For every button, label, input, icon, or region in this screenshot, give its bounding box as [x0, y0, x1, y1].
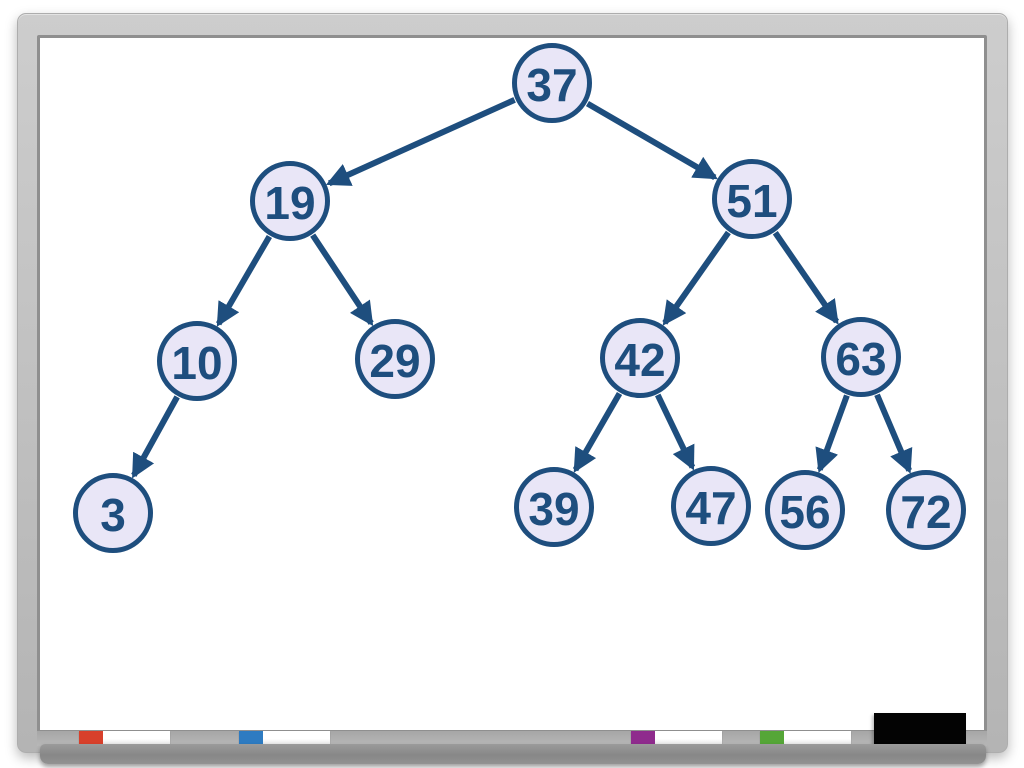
marker-tray: [40, 744, 986, 764]
purple-marker-body: [655, 731, 722, 744]
red-marker-cap: [79, 731, 103, 744]
blue-marker-cap: [239, 731, 263, 744]
purple-marker-cap: [631, 731, 655, 744]
whiteboard-eraser: [874, 713, 966, 746]
blue-marker: [239, 731, 330, 744]
green-marker-cap: [760, 731, 784, 744]
whiteboard-frame: [17, 13, 1008, 753]
blue-marker-body: [263, 731, 330, 744]
green-marker-body: [784, 731, 851, 744]
green-marker: [760, 731, 851, 744]
purple-marker: [631, 731, 722, 744]
whiteboard-surface: [37, 35, 987, 733]
red-marker-body: [103, 731, 170, 744]
red-marker: [79, 731, 170, 744]
